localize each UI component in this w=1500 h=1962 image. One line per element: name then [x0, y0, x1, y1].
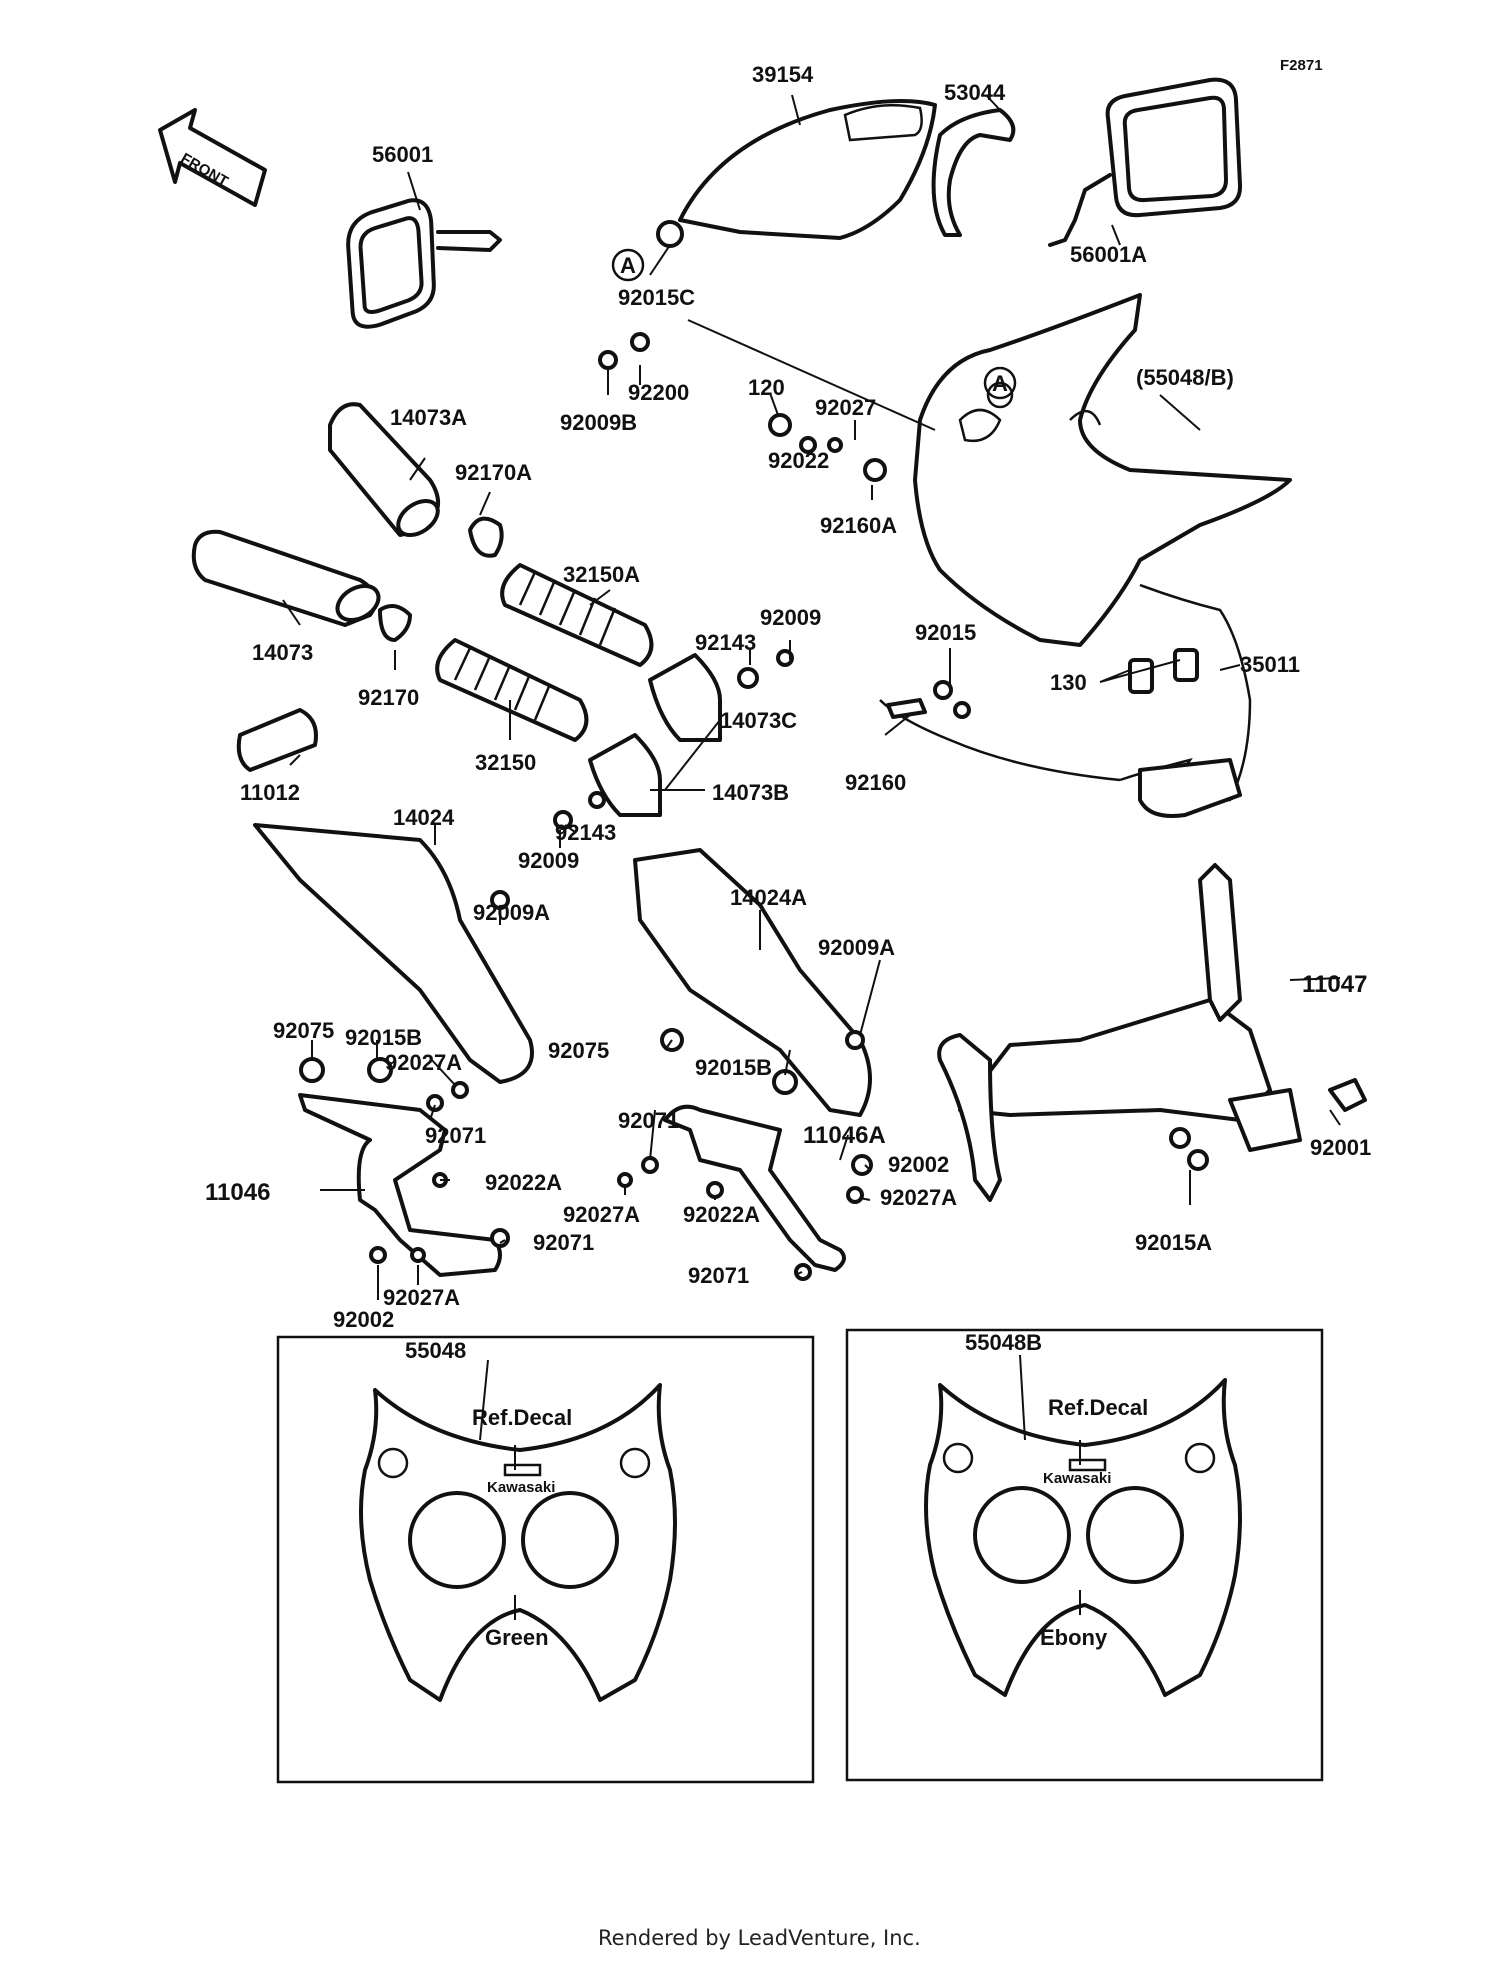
- label-92143b: 92143: [555, 820, 616, 845]
- clamp-92170A: [468, 516, 504, 558]
- label-32150: 32150: [475, 750, 536, 775]
- label-92009b: 92009: [518, 848, 579, 873]
- label-92022A-b: 92022A: [683, 1202, 760, 1227]
- label-92001: 92001: [1310, 1135, 1371, 1160]
- frame-11047: [937, 863, 1302, 1202]
- label-92009: 92009: [760, 605, 821, 630]
- label-11012: 11012: [240, 780, 300, 805]
- label-92002: 92002: [888, 1152, 949, 1177]
- inset-left-ref: Ref.Decal: [472, 1405, 572, 1430]
- label-11047: 11047: [1302, 971, 1367, 998]
- svg-text:A: A: [620, 253, 636, 278]
- seal: [931, 108, 1016, 237]
- label-92009A: 92009A: [473, 900, 550, 925]
- label-56001A: 56001A: [1070, 242, 1147, 267]
- fasteners: [299, 220, 1367, 1281]
- label-92015C: 92015C: [618, 285, 695, 310]
- front-arrow-icon: FRONT: [158, 108, 267, 207]
- label-14073A: 14073A: [390, 405, 467, 430]
- part-labels: 39154 53044 56001 56001A 92015C 92200 92…: [205, 62, 1371, 1332]
- mirror-right: [1048, 77, 1243, 247]
- label-92071c: 92071: [533, 1230, 594, 1255]
- label-92075b: 92075: [548, 1038, 609, 1063]
- bracket-35011: [1119, 583, 1252, 818]
- label-14024: 14024: [393, 805, 455, 830]
- duct-14073: [191, 529, 381, 627]
- panel-14024A: [633, 848, 872, 1117]
- label-92015: 92015: [915, 620, 976, 645]
- label-92170: 92170: [358, 685, 419, 710]
- inset-55048B: 55048B Ref.Decal Kawasaki Ebony: [845, 1328, 1324, 1782]
- inset-right-ref: Ref.Decal: [1048, 1395, 1148, 1420]
- label-92071: 92071: [425, 1123, 486, 1148]
- stay-11046A: [663, 1104, 846, 1272]
- inset-right-color: Ebony: [1040, 1625, 1108, 1650]
- marker-a-2: A: [983, 366, 1017, 400]
- inset-left-part: 55048: [405, 1338, 466, 1363]
- label-92071d: 92071: [688, 1263, 749, 1288]
- label-92160A: 92160A: [820, 513, 897, 538]
- label-14073: 14073: [252, 640, 313, 665]
- upper-cowl: [913, 293, 1292, 647]
- inset-left-logo: Kawasaki: [487, 1479, 555, 1496]
- stay-11046: [298, 1093, 502, 1277]
- label-92143: 92143: [695, 630, 756, 655]
- duct-14073A: [328, 402, 440, 538]
- label-14024A: 14024A: [730, 885, 807, 910]
- svg-text:A: A: [992, 371, 1008, 396]
- inset-left-color: Green: [485, 1625, 549, 1650]
- hose-32150: [435, 638, 589, 742]
- mirror-left: [346, 198, 502, 329]
- windshield: [678, 99, 937, 240]
- label-92071b: 92071: [618, 1108, 679, 1133]
- figure-code: F2871: [1280, 57, 1323, 74]
- label-11046A: 11046A: [803, 1122, 886, 1149]
- label-92027: 92027: [815, 395, 876, 420]
- label-56001: 56001: [372, 142, 433, 167]
- label-92027A-d: 92027A: [383, 1285, 460, 1310]
- label-92027A: 92027A: [385, 1050, 462, 1075]
- leader-lines: [282, 94, 1341, 1300]
- label-55048B-paren: (55048/B): [1136, 365, 1234, 390]
- label-53044: 53044: [944, 80, 1006, 105]
- elbow-14073B: [588, 733, 662, 817]
- label-120: 120: [748, 375, 785, 400]
- label-11046: 11046: [205, 1179, 270, 1206]
- label-14073C: 14073C: [720, 708, 797, 733]
- label-92015A: 92015A: [1135, 1230, 1212, 1255]
- label-130: 130: [1050, 670, 1087, 695]
- label-92009A-b: 92009A: [818, 935, 895, 960]
- label-92170A: 92170A: [455, 460, 532, 485]
- label-92160: 92160: [845, 770, 906, 795]
- panel-14024: [253, 823, 534, 1084]
- label-92015B-b: 92015B: [695, 1055, 772, 1080]
- label-32150A: 32150A: [563, 562, 640, 587]
- footer-credit: Rendered by LeadVenture, Inc.: [598, 1926, 921, 1950]
- inset-right-logo: Kawasaki: [1043, 1470, 1111, 1487]
- label-92027A-c: 92027A: [563, 1202, 640, 1227]
- label-92027A-b: 92027A: [880, 1185, 957, 1210]
- label-92022: 92022: [768, 448, 829, 473]
- label-92002b: 92002: [333, 1307, 394, 1332]
- label-92200: 92200: [628, 380, 689, 405]
- marker-a-1: A: [611, 248, 645, 282]
- label-92022A: 92022A: [485, 1170, 562, 1195]
- label-35011: 35011: [1240, 652, 1300, 677]
- label-39154: 39154: [752, 62, 814, 87]
- lens-11012: [236, 708, 318, 772]
- inset-55048: 55048 Ref.Decal Kawasaki Green: [276, 1335, 815, 1784]
- label-92075: 92075: [273, 1018, 334, 1043]
- label-92015B: 92015B: [345, 1025, 422, 1050]
- clamp-92170: [378, 604, 412, 642]
- elbow-14073C: [648, 653, 722, 742]
- hose-32150A: [500, 563, 654, 667]
- inset-right-part: 55048B: [965, 1330, 1042, 1355]
- label-92009B: 92009B: [560, 410, 637, 435]
- label-14073B: 14073B: [712, 780, 789, 805]
